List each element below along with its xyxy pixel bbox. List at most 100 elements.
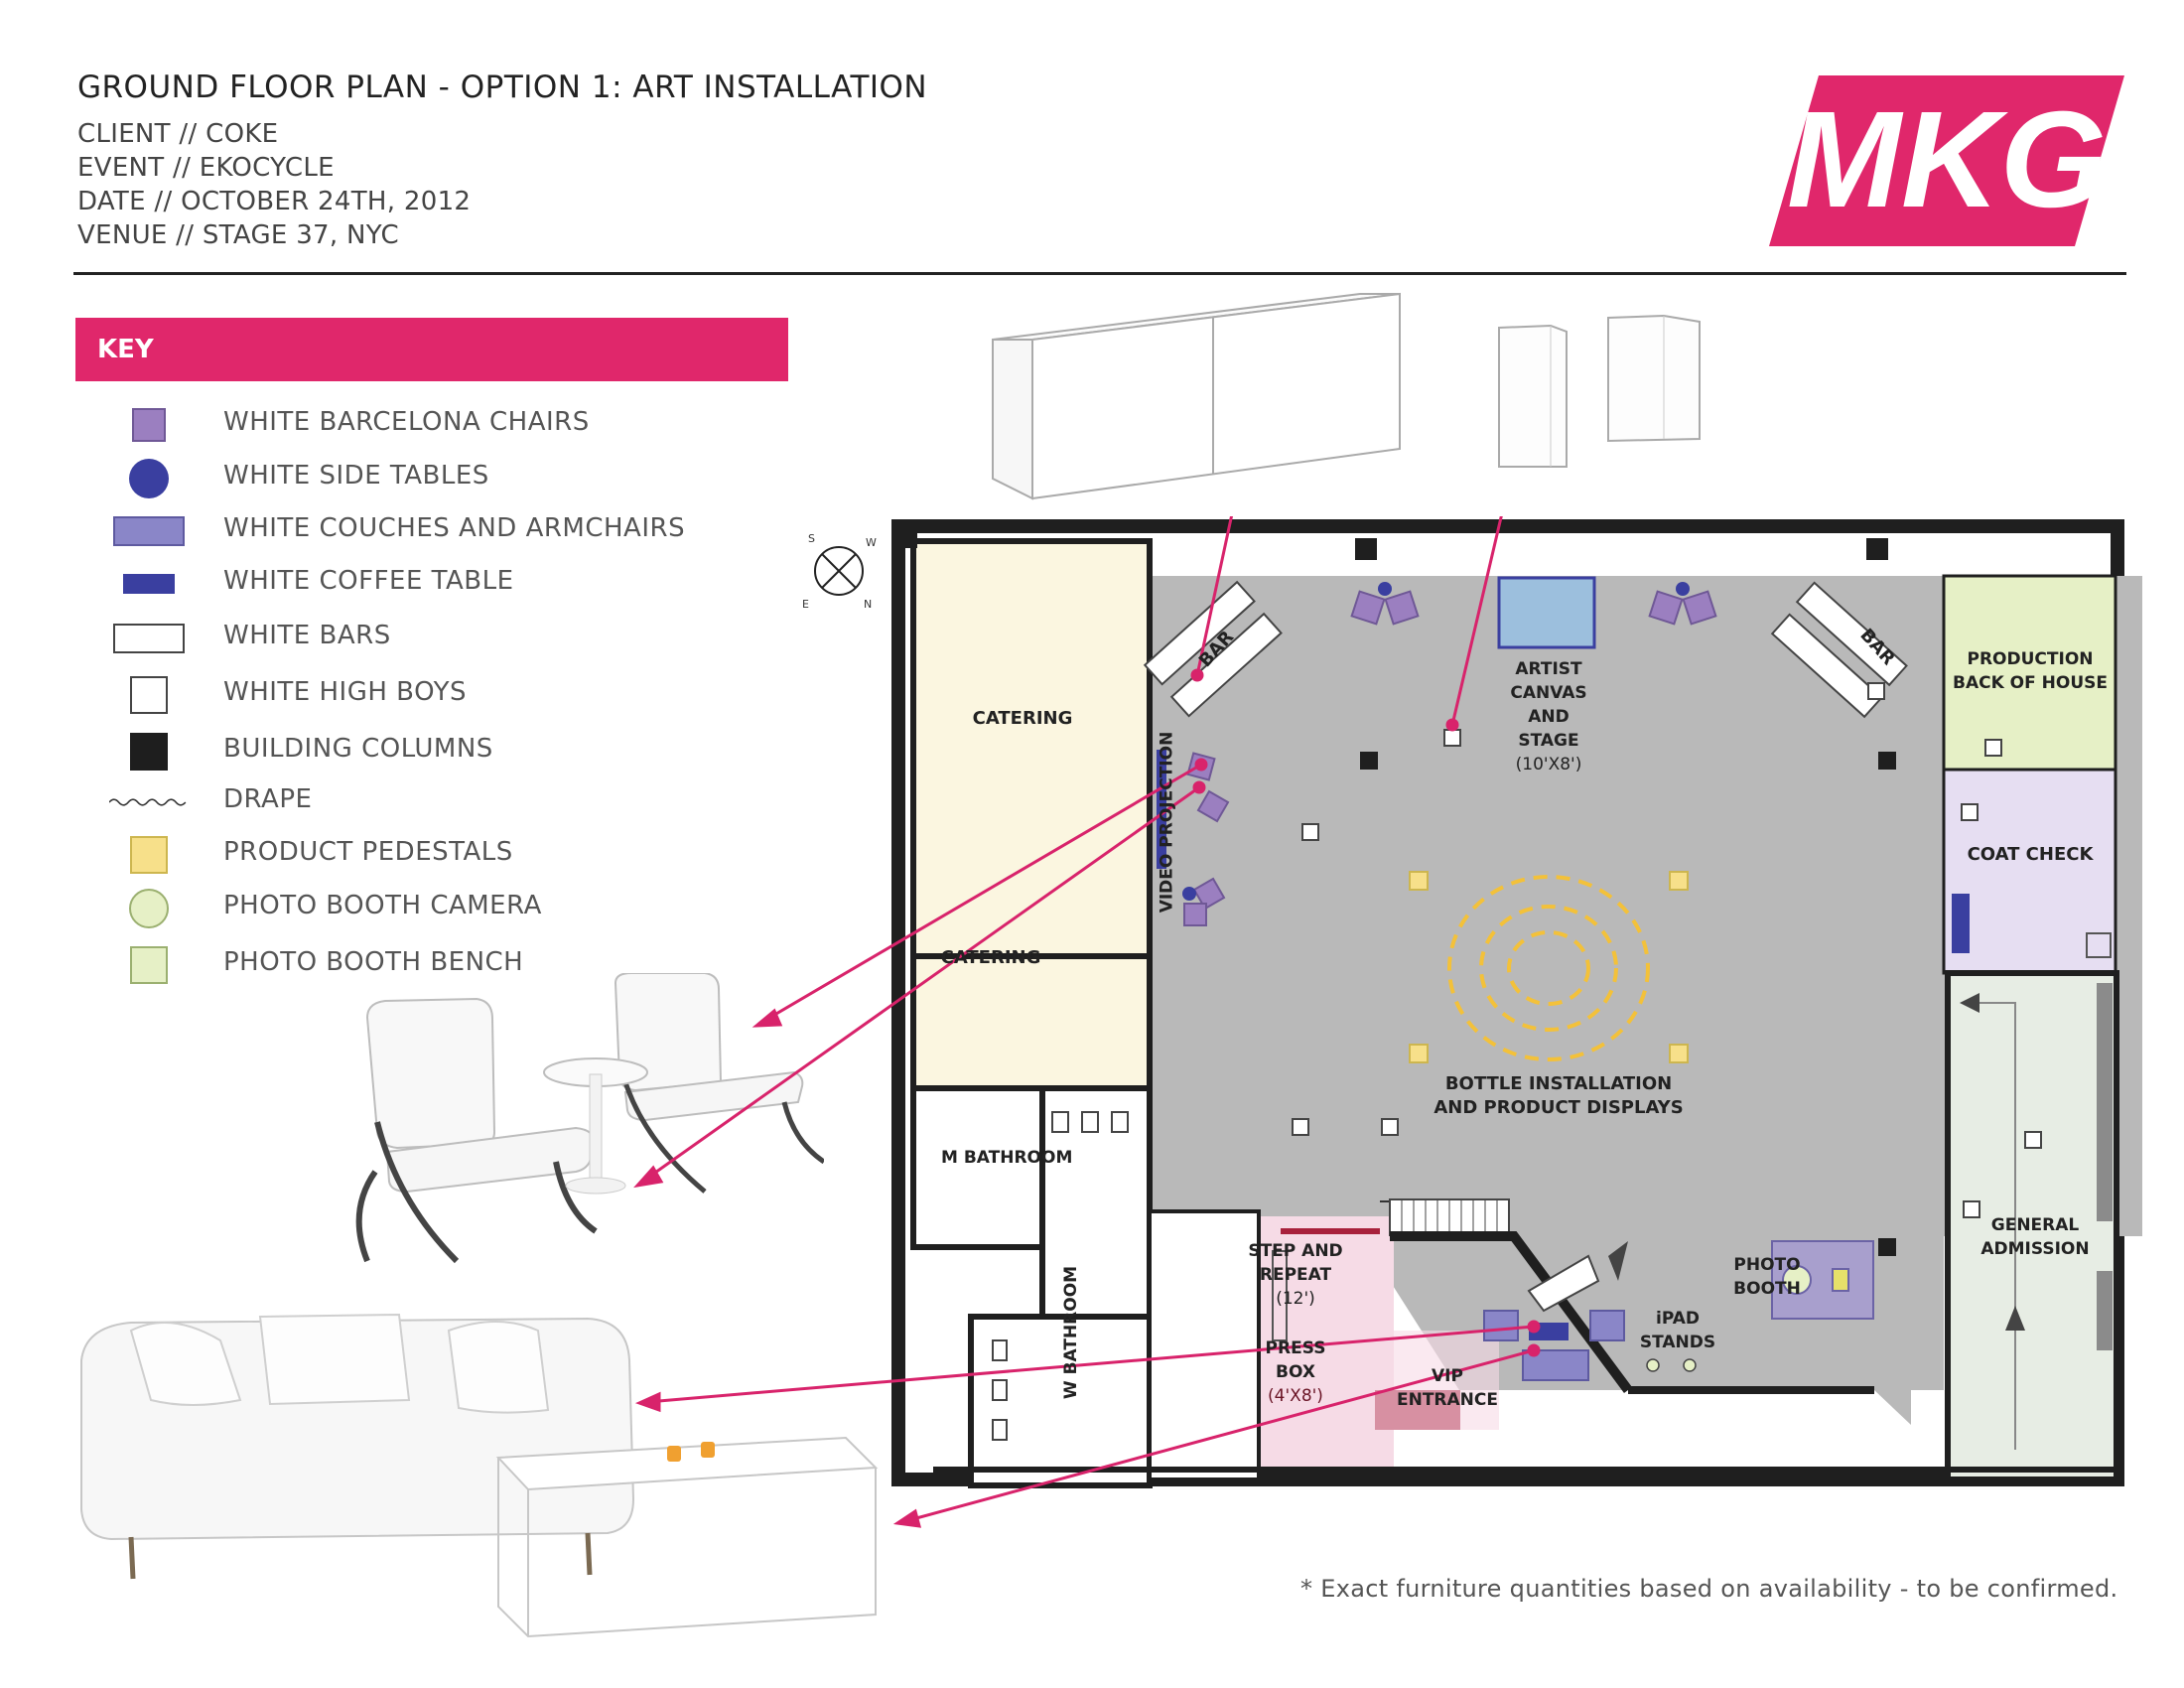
press-box-line: PRESS [1265,1338,1326,1358]
key-row: PRODUCT PEDESTALS [109,835,804,875]
drape-icon [109,798,187,806]
compass-w: W [866,536,877,549]
photo-booth-line: PHOTO [1733,1255,1801,1275]
high-boys [1292,682,2042,1218]
m-bathroom-label: M BATHROOM [941,1148,1073,1168]
bottle-installation-line: AND PRODUCT DISPLAYS [1433,1097,1684,1118]
vip-entrance-line: VIP [1432,1366,1463,1386]
artist-canvas-line: AND [1528,707,1570,727]
key-row: PHOTO BOOTH CAMERA [109,889,804,928]
pedestals [1409,871,1689,1063]
column-icon [130,733,168,771]
m-bathroom-room [1039,1085,1153,1320]
general-admission-corridor [1945,970,2119,1482]
key-row: WHITE COUCHES AND ARMCHAIRS [109,511,804,551]
vip-entrance-line: ENTRANCE [1397,1390,1498,1410]
photo-booth-line: BOOTH [1733,1279,1801,1299]
floor-plan [891,516,2142,1488]
key-label: WHITE SIDE TABLES [223,461,489,491]
coat-rack [1952,894,1970,953]
bench-icon [130,946,168,984]
artist-canvas-line: STAGE [1518,731,1579,751]
ipad-stands-label: iPAD STANDS [1628,1307,1727,1354]
couch-coffee-table-rendering [80,1313,879,1638]
catering-lower-label: CATERING [940,947,1041,968]
key-label: WHITE COUCHES AND ARMCHAIRS [223,513,686,543]
barcelona-chairs-rendering [355,973,824,1264]
client-line: CLIENT // COKE [77,119,279,149]
general-admission-label: GENERAL ADMISSION [1961,1213,2110,1261]
production-line: BACK OF HOUSE [1952,673,2108,693]
key-row: BUILDING COLUMNS [109,732,804,772]
stairs [1389,1198,1510,1236]
column [1866,538,1888,560]
key-row: WHITE SIDE TABLES [109,459,804,498]
step-repeat-line: STEP AND [1248,1241,1343,1261]
event-line: EVENT // EKOCYCLE [77,153,335,183]
ga-arrow-icon [2005,1306,2025,1331]
production-label: PRODUCTION BACK OF HOUSE [1946,647,2115,695]
ga-stripe [2097,1271,2113,1350]
ipad-stand [1646,1358,1660,1372]
footnote: * Exact furniture quantities based on av… [1300,1575,2118,1603]
date-line: DATE // OCTOBER 24TH, 2012 [77,187,472,216]
ipad-stand [1683,1358,1697,1372]
catering-lower-room [910,953,1153,1091]
key-label: BUILDING COLUMNS [223,734,493,764]
photo-booth-label: PHOTO BOOTH [1717,1253,1817,1301]
couch-icon [113,516,185,546]
ga-arrow-icon [1960,993,1979,1013]
key-row: WHITE BARS [109,619,804,658]
column [1878,1238,1896,1256]
arrows [1190,516,1503,732]
vip-ramp [1527,1254,1600,1313]
bar-left [1143,580,1283,718]
photo-booth-camera [1782,1265,1812,1295]
video-projection-screen [1157,750,1166,869]
coffee-table-icon [123,574,175,594]
production-line: PRODUCTION [1967,649,2094,669]
header-divider [73,272,2126,275]
step-repeat-label: STEP AND REPEAT (12') [1236,1239,1355,1311]
step-repeat-line: (12') [1276,1289,1315,1309]
logo-text: MKG [1787,83,2107,236]
key-label: PHOTO BOOTH CAMERA [223,891,542,920]
bottle-installation-rings [1447,875,1650,1061]
general-admission-line: GENERAL [1990,1215,2080,1235]
key-label: PRODUCT PEDESTALS [223,837,513,867]
ipad-stands-line: STANDS [1639,1333,1716,1352]
step-repeat-line: REPEAT [1259,1265,1332,1285]
key-row: DRAPE [109,782,804,822]
artist-canvas-stage [1497,576,1596,649]
video-projection-label: VIDEO PROJECTION [1157,731,1177,914]
press-box-label: PRESS BOX (4'X8') [1241,1336,1350,1408]
high-boy-icon [130,676,168,714]
compass-icon: S W E N [802,532,877,611]
bottle-installation-line: BOTTLE INSTALLATION [1444,1073,1673,1094]
key-row: WHITE BARCELONA CHAIRS [109,405,804,445]
ga-stripe [2097,983,2113,1221]
page-title: GROUND FLOOR PLAN - OPTION 1: ART INSTAL… [77,70,928,105]
bar-right [1770,581,1908,719]
key-header: KEY [75,318,788,381]
key-row: PHOTO BOOTH BENCH [109,945,804,985]
artist-canvas-line: ARTIST [1515,659,1582,679]
key-label: WHITE BARS [223,621,391,650]
venue-line: VENUE // STAGE 37, NYC [77,220,399,250]
compass-e: E [802,598,809,611]
compass-n: N [864,598,872,611]
bottle-installation-label: BOTTLE INSTALLATION AND PRODUCT DISPLAYS [1420,1072,1698,1120]
ipad-stands-line: iPAD [1656,1309,1700,1329]
key-label: WHITE HIGH BOYS [223,677,467,707]
w-bathroom-label: W BATHROOM [1061,1265,1082,1400]
coat-check-label: COAT CHECK [1967,844,2094,865]
catering-upper-room [910,538,1153,959]
camera-icon [129,889,169,928]
press-box-line: (4'X8') [1268,1386,1323,1406]
artist-canvas-line: (10'X8') [1515,755,1582,774]
barcelona-chair-icon [132,408,166,442]
camera-cone-icon [1608,1241,1628,1281]
bar-icon [113,624,185,653]
key-label: DRAPE [223,784,313,814]
